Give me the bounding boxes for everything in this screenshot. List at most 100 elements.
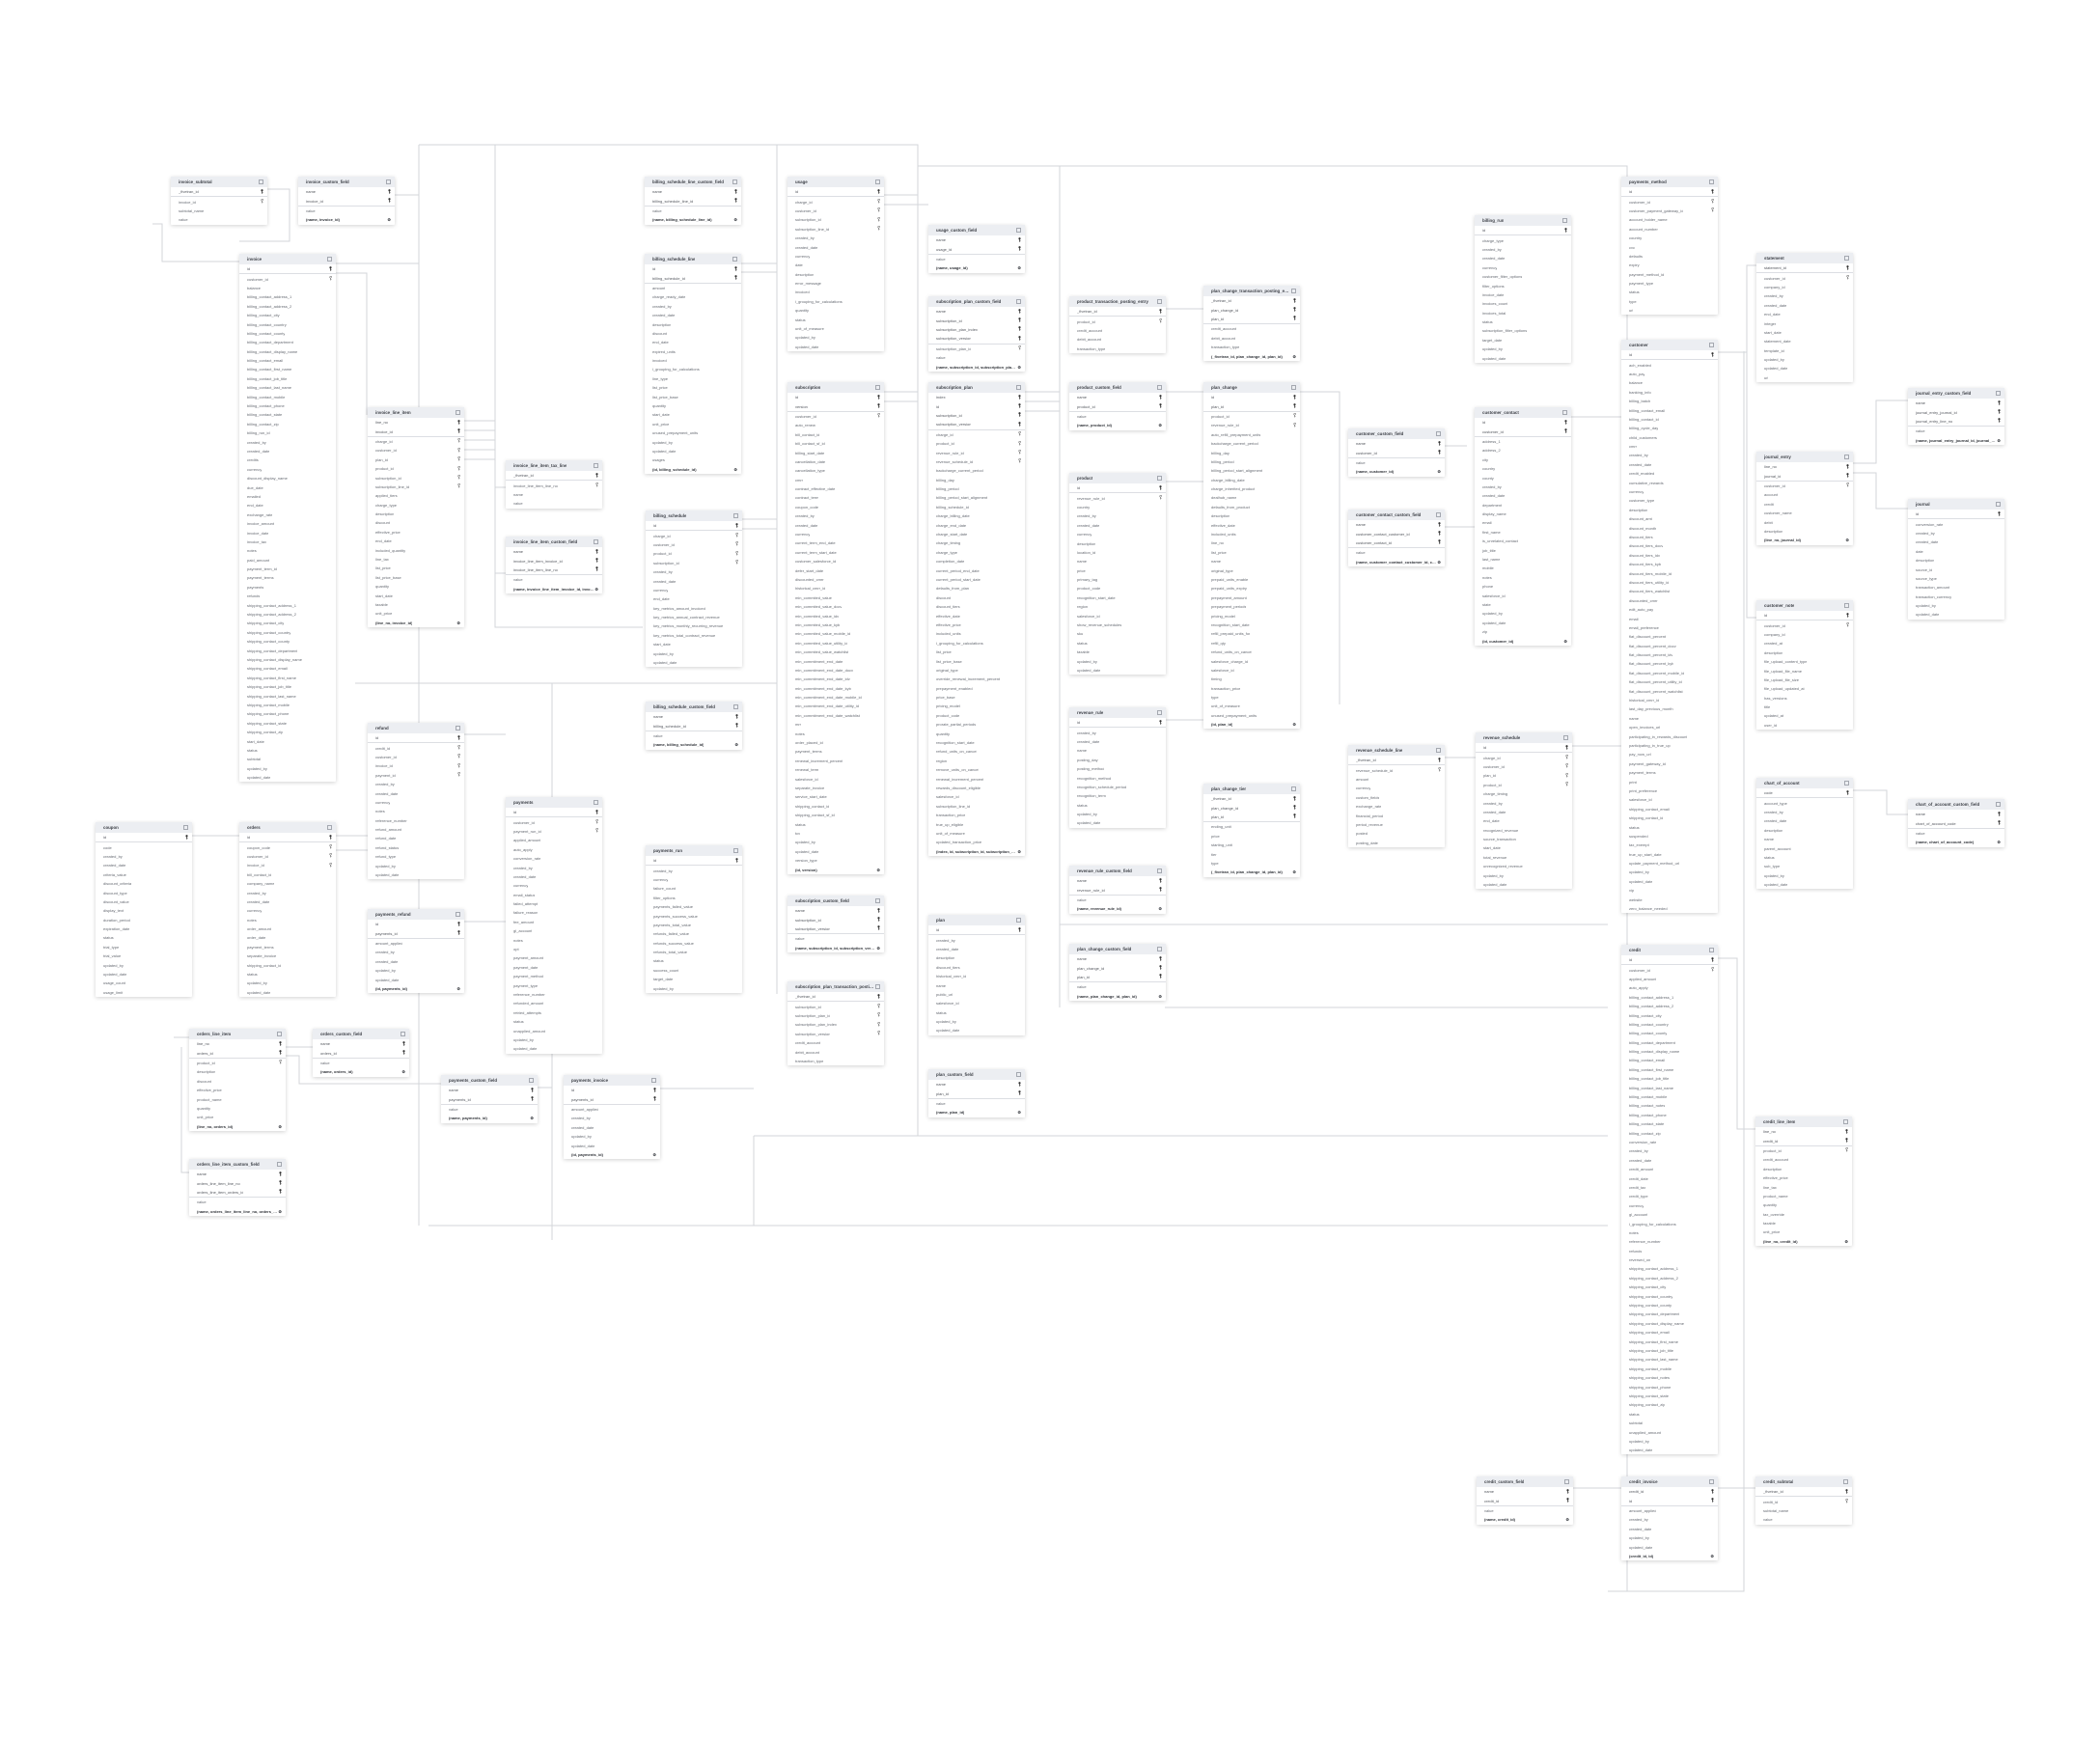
expand-icon[interactable]: [1709, 179, 1714, 184]
expand-icon[interactable]: [1996, 502, 2001, 507]
table-header[interactable]: customer: [1621, 340, 1718, 350]
table-header[interactable]: product: [1069, 473, 1166, 483]
expand-icon[interactable]: [1996, 391, 2001, 396]
expand-icon[interactable]: [594, 539, 598, 544]
table-header[interactable]: subscription_plan: [928, 382, 1025, 393]
expand-icon[interactable]: [732, 257, 737, 262]
table-header[interactable]: billing_schedule_line: [645, 254, 741, 264]
expand-icon[interactable]: [277, 1032, 282, 1036]
expand-icon[interactable]: [1016, 228, 1021, 233]
expand-icon[interactable]: [594, 800, 598, 805]
expand-icon[interactable]: [1291, 289, 1296, 293]
expand-icon[interactable]: [1436, 512, 1441, 517]
expand-icon[interactable]: [732, 179, 737, 184]
table-header[interactable]: orders_line_item: [189, 1029, 286, 1039]
table-header[interactable]: orders_line_item_custom_field: [189, 1159, 286, 1170]
expand-icon[interactable]: [1016, 385, 1021, 390]
table-header[interactable]: journal_entry: [1756, 452, 1853, 462]
table-header[interactable]: billing_schedule_line_custom_field: [645, 177, 741, 187]
table-header[interactable]: credit_line_item: [1755, 1117, 1852, 1127]
table-header[interactable]: revenue_schedule_line: [1348, 745, 1445, 756]
expand-icon[interactable]: [529, 1078, 534, 1083]
expand-icon[interactable]: [277, 1162, 282, 1167]
expand-icon[interactable]: [1844, 256, 1849, 261]
table-header[interactable]: subscription_custom_field: [788, 896, 884, 906]
expand-icon[interactable]: [1844, 781, 1849, 786]
expand-icon[interactable]: [327, 257, 332, 262]
table-header[interactable]: invoice: [239, 254, 336, 264]
expand-icon[interactable]: [1562, 410, 1567, 415]
table-header[interactable]: billing_schedule: [646, 510, 742, 521]
table-header[interactable]: credit_invoice: [1621, 1476, 1718, 1487]
expand-icon[interactable]: [1157, 385, 1162, 390]
table-header[interactable]: subscription: [788, 382, 884, 393]
table-header[interactable]: invoice_line_item_tax_line: [506, 460, 602, 471]
expand-icon[interactable]: [183, 825, 188, 830]
table-header[interactable]: payments_invoice: [564, 1075, 660, 1086]
expand-icon[interactable]: [259, 179, 263, 184]
table-header[interactable]: revenue_rule: [1069, 707, 1166, 718]
table-header[interactable]: plan_change_custom_field: [1069, 944, 1166, 954]
table-header[interactable]: payments_run: [646, 845, 742, 856]
expand-icon[interactable]: [1996, 802, 2001, 807]
expand-icon[interactable]: [1016, 1072, 1021, 1077]
expand-icon[interactable]: [1291, 385, 1296, 390]
expand-icon[interactable]: [1562, 218, 1567, 223]
expand-icon[interactable]: [1563, 735, 1568, 740]
expand-icon[interactable]: [1709, 343, 1714, 347]
expand-icon[interactable]: [1844, 603, 1849, 608]
expand-icon[interactable]: [1016, 299, 1021, 304]
expand-icon[interactable]: [1291, 786, 1296, 791]
table-header[interactable]: billing_schedule_custom_field: [646, 702, 742, 712]
table-header[interactable]: customer_contact: [1475, 407, 1571, 418]
expand-icon[interactable]: [1843, 1119, 1848, 1124]
table-header[interactable]: usage_custom_field: [928, 225, 1025, 235]
table-header[interactable]: plan_change_transaction_posting_entr...: [1203, 286, 1300, 296]
expand-icon[interactable]: [875, 984, 880, 989]
expand-icon[interactable]: [875, 385, 880, 390]
expand-icon[interactable]: [1843, 1479, 1848, 1484]
expand-icon[interactable]: [733, 848, 738, 853]
table-header[interactable]: chart_of_account_custom_field: [1908, 799, 2004, 810]
expand-icon[interactable]: [1016, 918, 1021, 923]
table-header[interactable]: payments_refund: [368, 909, 464, 920]
expand-icon[interactable]: [1436, 431, 1441, 436]
expand-icon[interactable]: [875, 898, 880, 903]
table-header[interactable]: invoice_subtotal: [171, 177, 267, 187]
table-header[interactable]: subscription_plan_transaction_postin...: [788, 981, 884, 992]
table-header[interactable]: revenue_schedule: [1476, 732, 1572, 743]
table-header[interactable]: invoice_custom_field: [298, 177, 395, 187]
